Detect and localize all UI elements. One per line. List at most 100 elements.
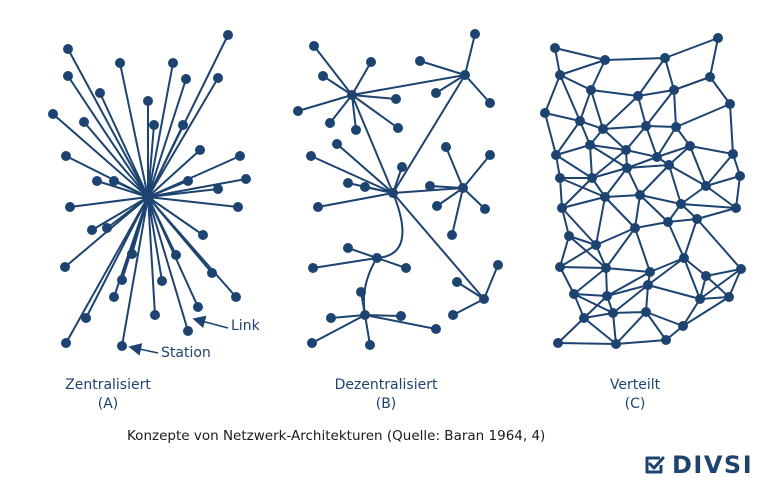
link [364, 314, 437, 330]
station-node [415, 56, 425, 66]
station-node [601, 263, 611, 273]
link [392, 192, 485, 300]
station-node [365, 340, 375, 350]
station-node [241, 174, 251, 184]
station-node [705, 72, 715, 82]
station-node [343, 243, 353, 253]
link [699, 268, 742, 300]
station-node [661, 335, 671, 345]
link [99, 92, 149, 198]
station-node [600, 192, 610, 202]
station-node [557, 203, 567, 213]
station-node [360, 310, 370, 320]
link [689, 145, 734, 155]
station-node [306, 151, 316, 161]
link [682, 296, 730, 327]
link [645, 311, 684, 327]
station-node [660, 53, 670, 63]
link [673, 89, 677, 128]
station-node [425, 181, 435, 191]
link [147, 196, 239, 208]
link [347, 247, 378, 259]
link [606, 284, 649, 297]
station-node [493, 260, 503, 270]
station-node [724, 292, 734, 302]
station-node [671, 122, 681, 132]
link [604, 194, 641, 198]
station-node [608, 308, 618, 318]
link [351, 74, 466, 96]
link [65, 196, 149, 344]
link [682, 298, 701, 327]
link [559, 235, 570, 268]
link [555, 154, 593, 179]
link [561, 207, 597, 246]
station-node [391, 94, 401, 104]
station-node [701, 271, 711, 281]
station-node [695, 294, 705, 304]
link [83, 121, 149, 198]
station-node [550, 43, 560, 53]
link [322, 75, 353, 96]
link [435, 74, 466, 94]
link [147, 196, 156, 316]
station-node [591, 240, 601, 250]
link [147, 196, 163, 282]
link [451, 187, 464, 236]
link [336, 143, 394, 194]
link [668, 164, 682, 205]
link [311, 314, 366, 344]
label-distributed-title: Verteilt [609, 377, 661, 393]
station-node [235, 151, 245, 161]
label-decentralized: Dezentralisiert (B) [326, 376, 446, 414]
station-node [92, 176, 102, 186]
station-node [645, 267, 655, 277]
station-node [115, 58, 125, 68]
link [351, 94, 399, 129]
station-node [183, 176, 193, 186]
link [589, 144, 627, 151]
station-node [579, 313, 589, 323]
station-pointer-arrow [128, 343, 159, 356]
link [602, 125, 647, 130]
station-node [393, 123, 403, 133]
link [147, 124, 155, 198]
link [559, 74, 581, 122]
station-node [149, 120, 159, 130]
station-node [441, 142, 451, 152]
station-node [61, 151, 71, 161]
station-node [366, 57, 376, 67]
station-node [397, 162, 407, 172]
distributed-network [540, 33, 746, 349]
link [602, 95, 639, 130]
link [604, 196, 636, 229]
station-node [736, 264, 746, 274]
link [645, 311, 667, 341]
station-node [307, 338, 317, 348]
station-node [63, 44, 73, 54]
link [462, 187, 486, 210]
station-node [60, 262, 70, 272]
divsi-logo: DIVSI [642, 450, 753, 480]
link [595, 196, 606, 246]
link [330, 314, 366, 319]
link [735, 175, 741, 209]
link [729, 103, 734, 155]
link [329, 94, 353, 124]
link [589, 144, 593, 179]
station-node [207, 268, 217, 278]
link [583, 317, 617, 345]
station-node [663, 217, 673, 227]
link [591, 149, 627, 179]
brand-name: DIVSI [672, 451, 754, 479]
link [705, 268, 742, 277]
link [351, 94, 397, 100]
link [647, 257, 685, 286]
link [436, 187, 464, 207]
station-node [109, 292, 119, 302]
station-node [117, 341, 127, 351]
link [559, 177, 563, 209]
link [709, 37, 719, 78]
link [313, 45, 353, 96]
link [649, 257, 685, 273]
